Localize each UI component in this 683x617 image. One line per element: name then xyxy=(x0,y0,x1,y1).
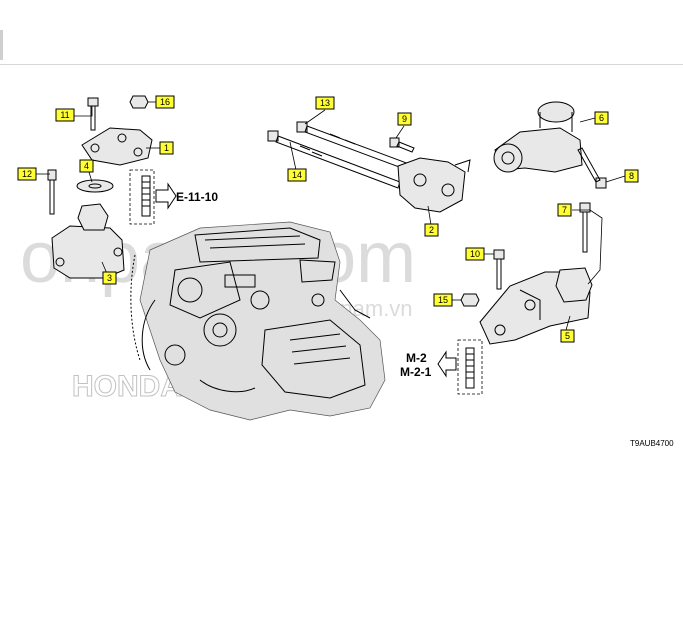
callout-14: 14 xyxy=(287,168,307,182)
reference-arrow-e-11-10: E-11-10 xyxy=(155,182,218,210)
callout-10: 10 xyxy=(465,247,485,261)
bolt-part-10 xyxy=(493,249,505,290)
svg-text:9: 9 xyxy=(402,114,407,124)
bolt-part-11 xyxy=(87,97,99,131)
svg-text:4: 4 xyxy=(84,161,89,171)
callout-15: 15 xyxy=(433,293,453,307)
svg-text:16: 16 xyxy=(160,97,170,107)
svg-text:15: 15 xyxy=(438,295,448,305)
top-header-bar xyxy=(0,0,683,65)
callout-9: 9 xyxy=(397,112,412,126)
transmission-mount-part-5 xyxy=(479,267,593,345)
callout-5: 5 xyxy=(560,329,575,343)
mount-bracket-part-1 xyxy=(81,127,153,166)
engine-assembly xyxy=(130,221,386,421)
reference-label-m-2: M-2 xyxy=(406,351,427,365)
svg-text:2: 2 xyxy=(429,225,434,235)
callout-4: 4 xyxy=(79,159,94,173)
torque-rod-mount-part-6 xyxy=(493,101,583,173)
stud-part xyxy=(129,169,155,225)
callout-1: 1 xyxy=(159,141,174,155)
svg-text:6: 6 xyxy=(599,113,604,123)
nut-part-15 xyxy=(460,293,480,307)
bolt-part-7 xyxy=(579,202,591,253)
callout-8: 8 xyxy=(624,169,639,183)
svg-text:12: 12 xyxy=(22,169,32,179)
callout-11: 11 xyxy=(55,108,75,122)
mount-part-3 xyxy=(51,203,125,279)
reference-label-e-11-10: E-11-10 xyxy=(176,190,218,204)
reference-label-m-2-1: M-2-1 xyxy=(400,365,432,379)
callout-12: 12 xyxy=(17,167,37,181)
callout-2: 2 xyxy=(424,223,439,237)
svg-text:8: 8 xyxy=(629,171,634,181)
svg-text:14: 14 xyxy=(292,170,302,180)
nut-part-16 xyxy=(129,95,149,109)
svg-text:13: 13 xyxy=(320,98,330,108)
through-bolt-part-14 xyxy=(267,130,401,189)
svg-text:7: 7 xyxy=(562,205,567,215)
svg-text:11: 11 xyxy=(60,110,69,120)
bolt-part-9 xyxy=(389,137,415,153)
reference-arrow-m-2: M-2 M-2-1 xyxy=(400,350,457,379)
svg-text:1: 1 xyxy=(164,143,169,153)
stopper-part-4 xyxy=(76,179,114,193)
stud-part-lower xyxy=(457,339,483,395)
callout-7: 7 xyxy=(557,203,572,217)
leader-lines xyxy=(36,101,626,331)
callout-6: 6 xyxy=(594,111,609,125)
svg-text:3: 3 xyxy=(107,273,112,283)
diagram-code: T9AUB4700 xyxy=(630,439,674,448)
mount-bracket-part-2 xyxy=(397,157,471,213)
svg-text:10: 10 xyxy=(470,249,480,259)
callout-13: 13 xyxy=(315,96,335,110)
callout-3: 3 xyxy=(102,271,117,285)
bolt-part-12 xyxy=(47,169,57,215)
watermark-brand: HONDA xyxy=(72,370,182,403)
callout-16: 16 xyxy=(155,95,175,109)
svg-text:5: 5 xyxy=(565,331,570,341)
header-edge-marker xyxy=(0,30,3,60)
bolt-part-8 xyxy=(577,147,607,189)
